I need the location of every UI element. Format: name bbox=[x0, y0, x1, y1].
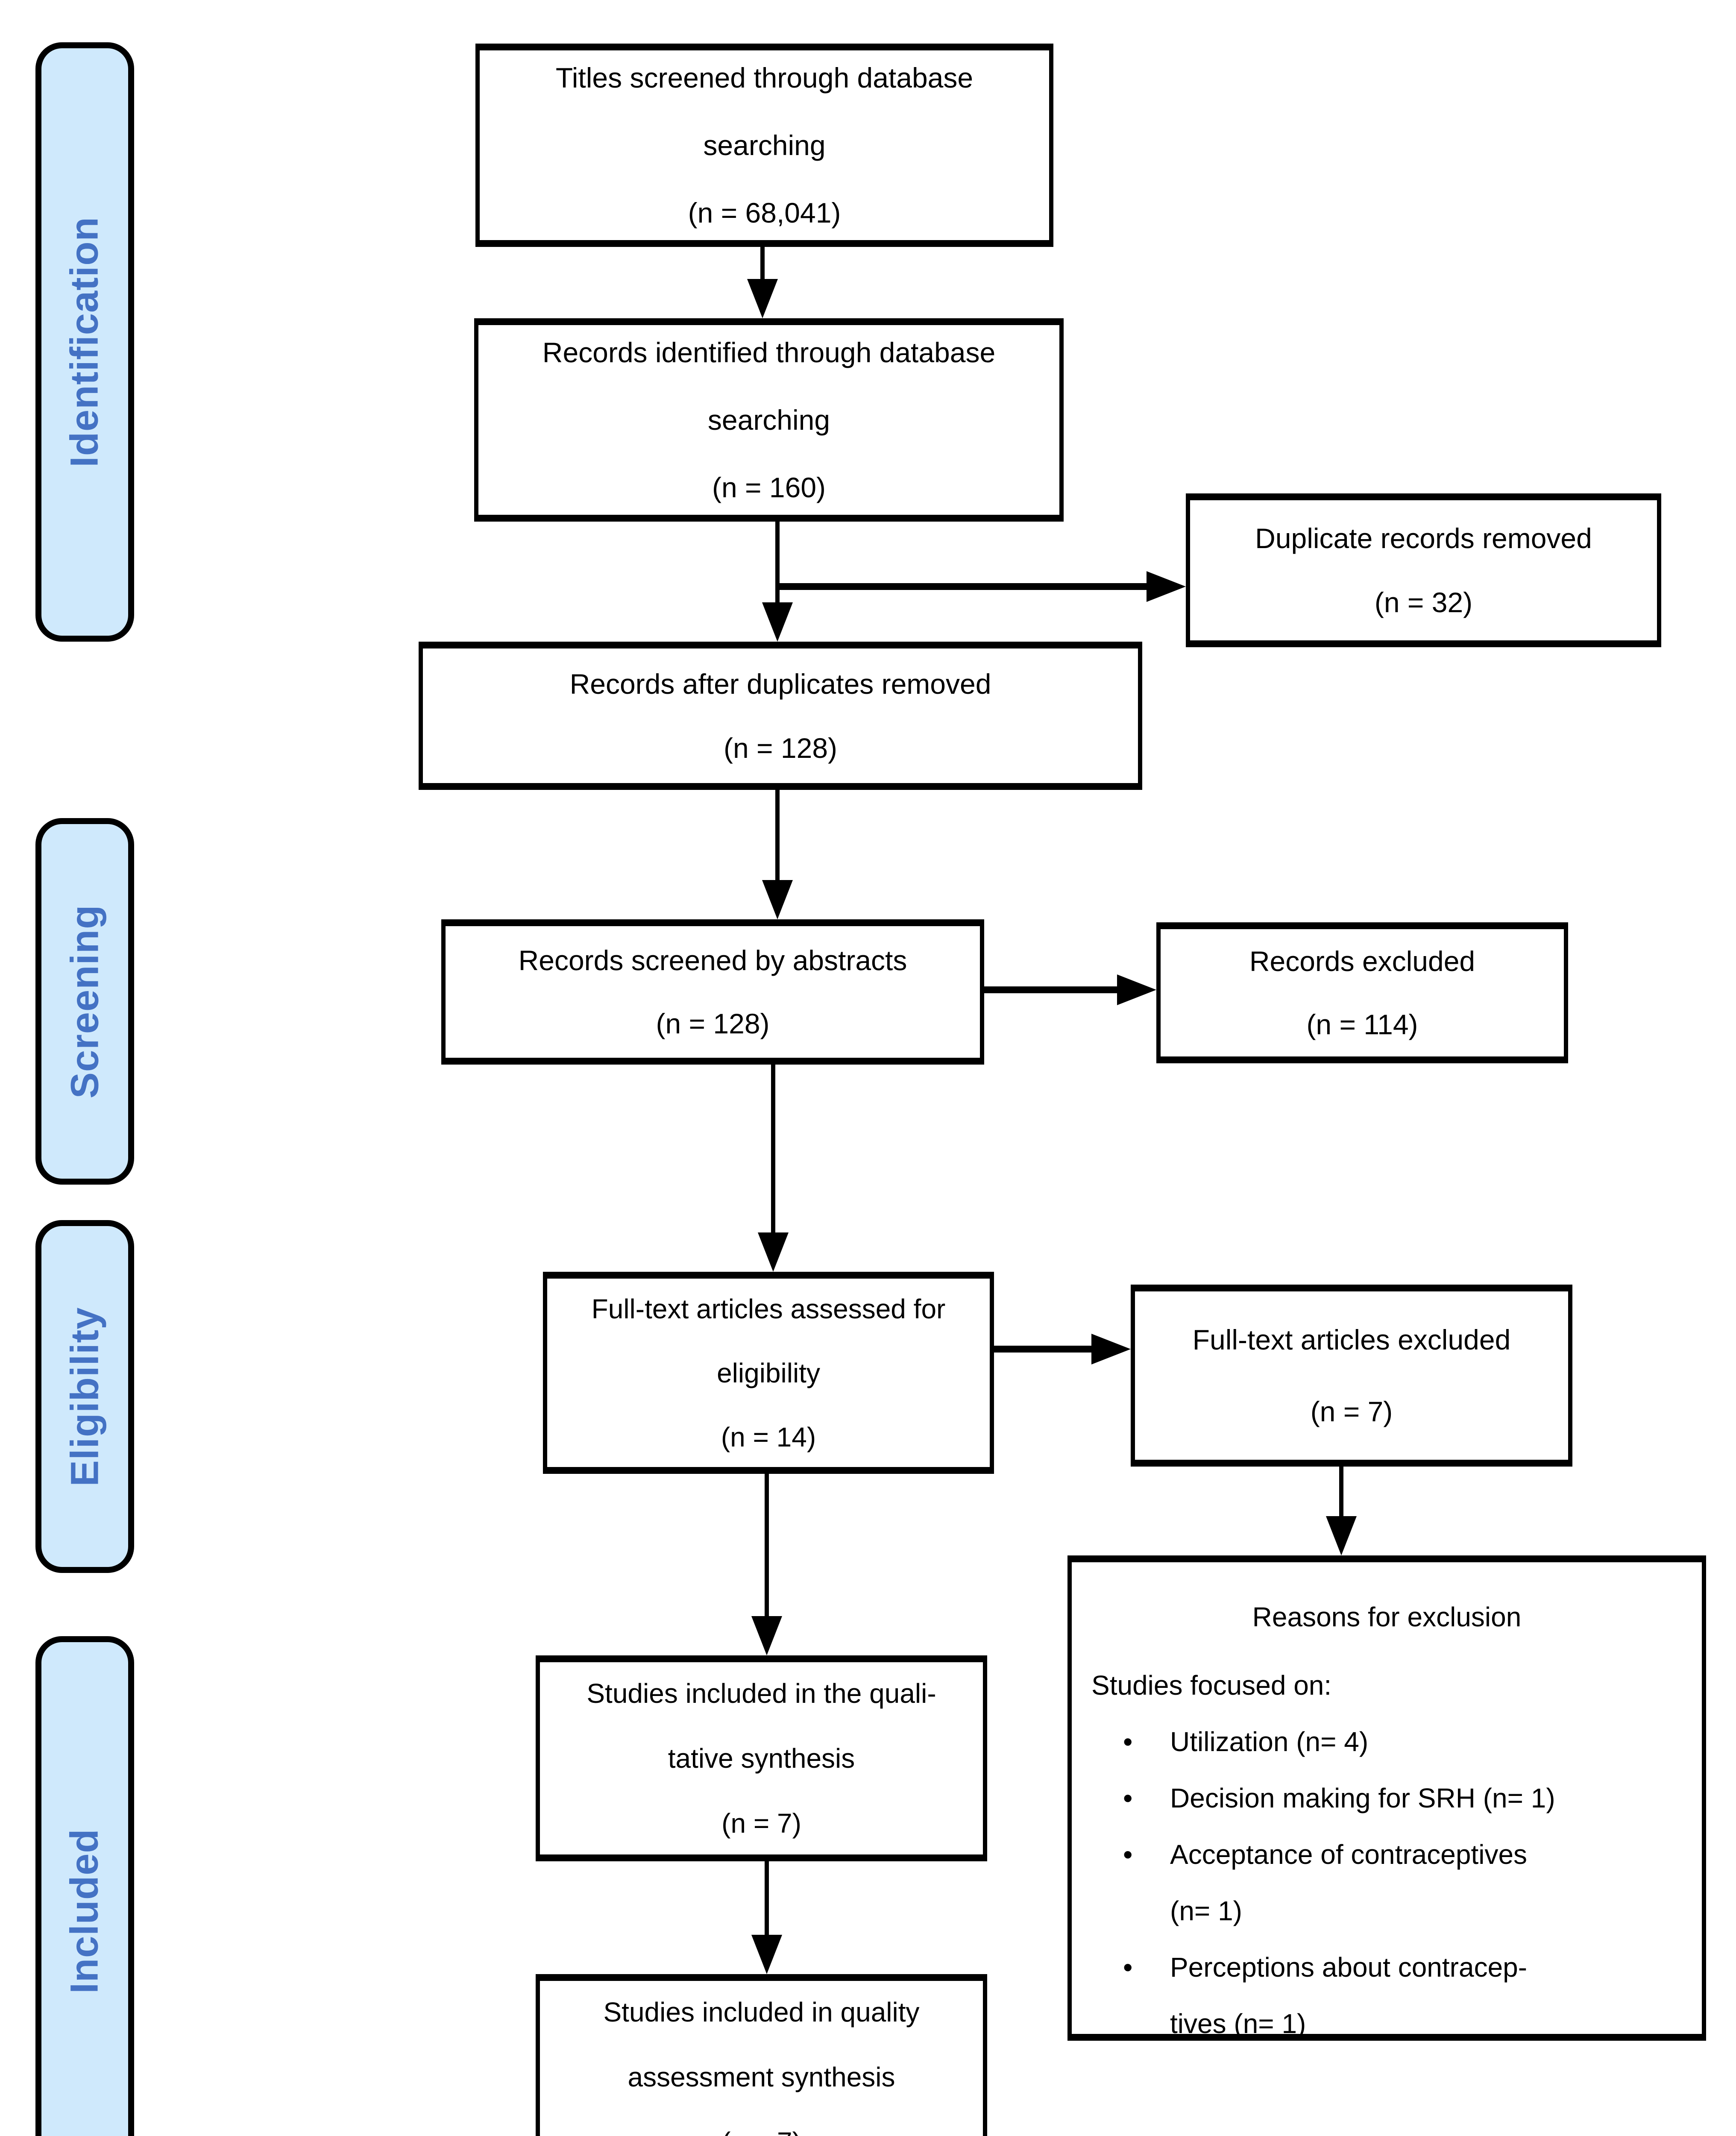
box-count: (n = 7) bbox=[721, 2110, 801, 2136]
reason-text-continued: (n= 1) bbox=[1170, 1895, 1242, 1926]
box-count: (n = 14) bbox=[721, 1421, 816, 1452]
reason-item: • Decision making for SRH (n= 1) bbox=[1072, 1770, 1702, 1826]
box-line: Duplicate records removed bbox=[1255, 522, 1592, 554]
stage-identification: Identification bbox=[35, 42, 134, 642]
box-fulltext-excluded: Full-text articles excluded (n = 7) bbox=[1131, 1285, 1572, 1467]
box-count: (n = 7) bbox=[1310, 1396, 1393, 1427]
arrowhead-down-icon bbox=[751, 1616, 782, 1655]
box-qualitative-synthesis: Studies included in the quali- tative sy… bbox=[536, 1655, 987, 1861]
box-count: (n = 32) bbox=[1374, 587, 1473, 618]
box-count: (n = 7) bbox=[721, 1808, 801, 1839]
arrowhead-down-icon bbox=[762, 880, 793, 919]
reasons-title: Reasons for exclusion bbox=[1252, 1602, 1522, 1632]
box-line: Studies included in quality bbox=[603, 1997, 920, 2027]
box-line: Full-text articles assessed for bbox=[591, 1293, 946, 1324]
reason-text-continued: tives (n= 1) bbox=[1170, 2008, 1306, 2039]
reason-item: • Perceptions about contracep- bbox=[1072, 1939, 1702, 1995]
box-line: Records excluded bbox=[1249, 945, 1475, 977]
box-line: eligibility bbox=[717, 1357, 820, 1388]
arrow-ftexcluded-to-reasons bbox=[1339, 1467, 1343, 1518]
arrow-qualitative-to-quality bbox=[765, 1861, 769, 1936]
box-count: (n = 128) bbox=[656, 1008, 770, 1039]
reason-item: • Acceptance of contraceptives bbox=[1072, 1826, 1702, 1883]
arrow-assessed-to-qualitative bbox=[765, 1474, 769, 1619]
arrow-branch-to-duplicates bbox=[780, 583, 1149, 590]
box-line: searching bbox=[707, 404, 830, 436]
arrowhead-down-icon bbox=[1326, 1516, 1357, 1555]
box-count: (n = 128) bbox=[724, 732, 837, 764]
reasons-intro: Studies focused on: bbox=[1091, 1670, 1332, 1701]
box-line: Records after duplicates removed bbox=[569, 668, 991, 700]
stage-eligibility-label: Eligibility bbox=[63, 1307, 106, 1486]
box-line: Full-text articles excluded bbox=[1192, 1324, 1511, 1356]
box-line: Titles screened through database bbox=[555, 62, 974, 94]
arrow-assessed-to-ftexcluded bbox=[994, 1346, 1094, 1353]
arrow-screened-to-assessed bbox=[771, 1065, 775, 1235]
box-line: tative synthesis bbox=[668, 1743, 855, 1774]
box-line: Studies included in the quali- bbox=[586, 1678, 936, 1709]
bullet-icon: • bbox=[1123, 1952, 1133, 1983]
arrowhead-down-icon bbox=[762, 602, 793, 642]
stage-identification-label: Identification bbox=[63, 217, 107, 467]
bullet-icon: • bbox=[1123, 1726, 1133, 1757]
box-duplicates-removed: Duplicate records removed (n = 32) bbox=[1186, 493, 1661, 647]
box-fulltext-assessed: Full-text articles assessed for eligibil… bbox=[543, 1272, 994, 1474]
box-count: (n = 160) bbox=[712, 472, 826, 503]
box-screened-abstracts: Records screened by abstracts (n = 128) bbox=[441, 919, 984, 1065]
arrowhead-down-icon bbox=[751, 1935, 782, 1974]
reason-text: Perceptions about contracep- bbox=[1170, 1952, 1528, 1983]
box-reasons-for-exclusion: Reasons for exclusion Studies focused on… bbox=[1067, 1555, 1706, 2041]
box-line: Records identified through database bbox=[542, 337, 996, 368]
box-line: Records screened by abstracts bbox=[518, 945, 907, 976]
reason-text: Decision making for SRH (n= 1) bbox=[1170, 1783, 1555, 1813]
stage-included: Included bbox=[35, 1636, 134, 2136]
arrow-afterdup-to-screened bbox=[775, 790, 780, 883]
arrowhead-right-icon bbox=[1117, 974, 1156, 1005]
arrow-screened-to-excluded bbox=[984, 986, 1119, 993]
bullet-icon: • bbox=[1123, 1783, 1133, 1813]
box-records-excluded: Records excluded (n = 114) bbox=[1156, 922, 1568, 1063]
stage-screening: Screening bbox=[35, 818, 134, 1185]
box-line: searching bbox=[703, 129, 826, 161]
arrowhead-down-icon bbox=[758, 1232, 789, 1272]
box-count: (n = 68,041) bbox=[688, 197, 841, 229]
box-line: assessment synthesis bbox=[628, 2062, 895, 2092]
box-records-identified: Records identified through database sear… bbox=[474, 318, 1064, 522]
box-after-duplicates: Records after duplicates removed (n = 12… bbox=[419, 642, 1142, 790]
stage-screening-label: Screening bbox=[63, 904, 107, 1098]
box-count: (n = 114) bbox=[1306, 1009, 1418, 1040]
arrowhead-right-icon bbox=[1091, 1334, 1131, 1364]
arrow-titles-to-identified bbox=[760, 247, 765, 285]
box-titles-screened: Titles screened through database searchi… bbox=[475, 44, 1053, 247]
reason-text: Utilization (n= 4) bbox=[1170, 1726, 1369, 1757]
arrowhead-down-icon bbox=[747, 279, 778, 318]
reason-text: Acceptance of contraceptives bbox=[1170, 1839, 1528, 1870]
arrowhead-right-icon bbox=[1147, 571, 1186, 602]
arrow-identified-to-afterdup bbox=[775, 522, 780, 605]
stage-included-label: Included bbox=[63, 1828, 106, 1994]
stage-eligibility: Eligibility bbox=[35, 1220, 134, 1573]
reason-item: • Utilization (n= 4) bbox=[1072, 1713, 1702, 1770]
box-quality-assessment: Studies included in quality assessment s… bbox=[536, 1974, 987, 2136]
bullet-icon: • bbox=[1123, 1839, 1133, 1870]
